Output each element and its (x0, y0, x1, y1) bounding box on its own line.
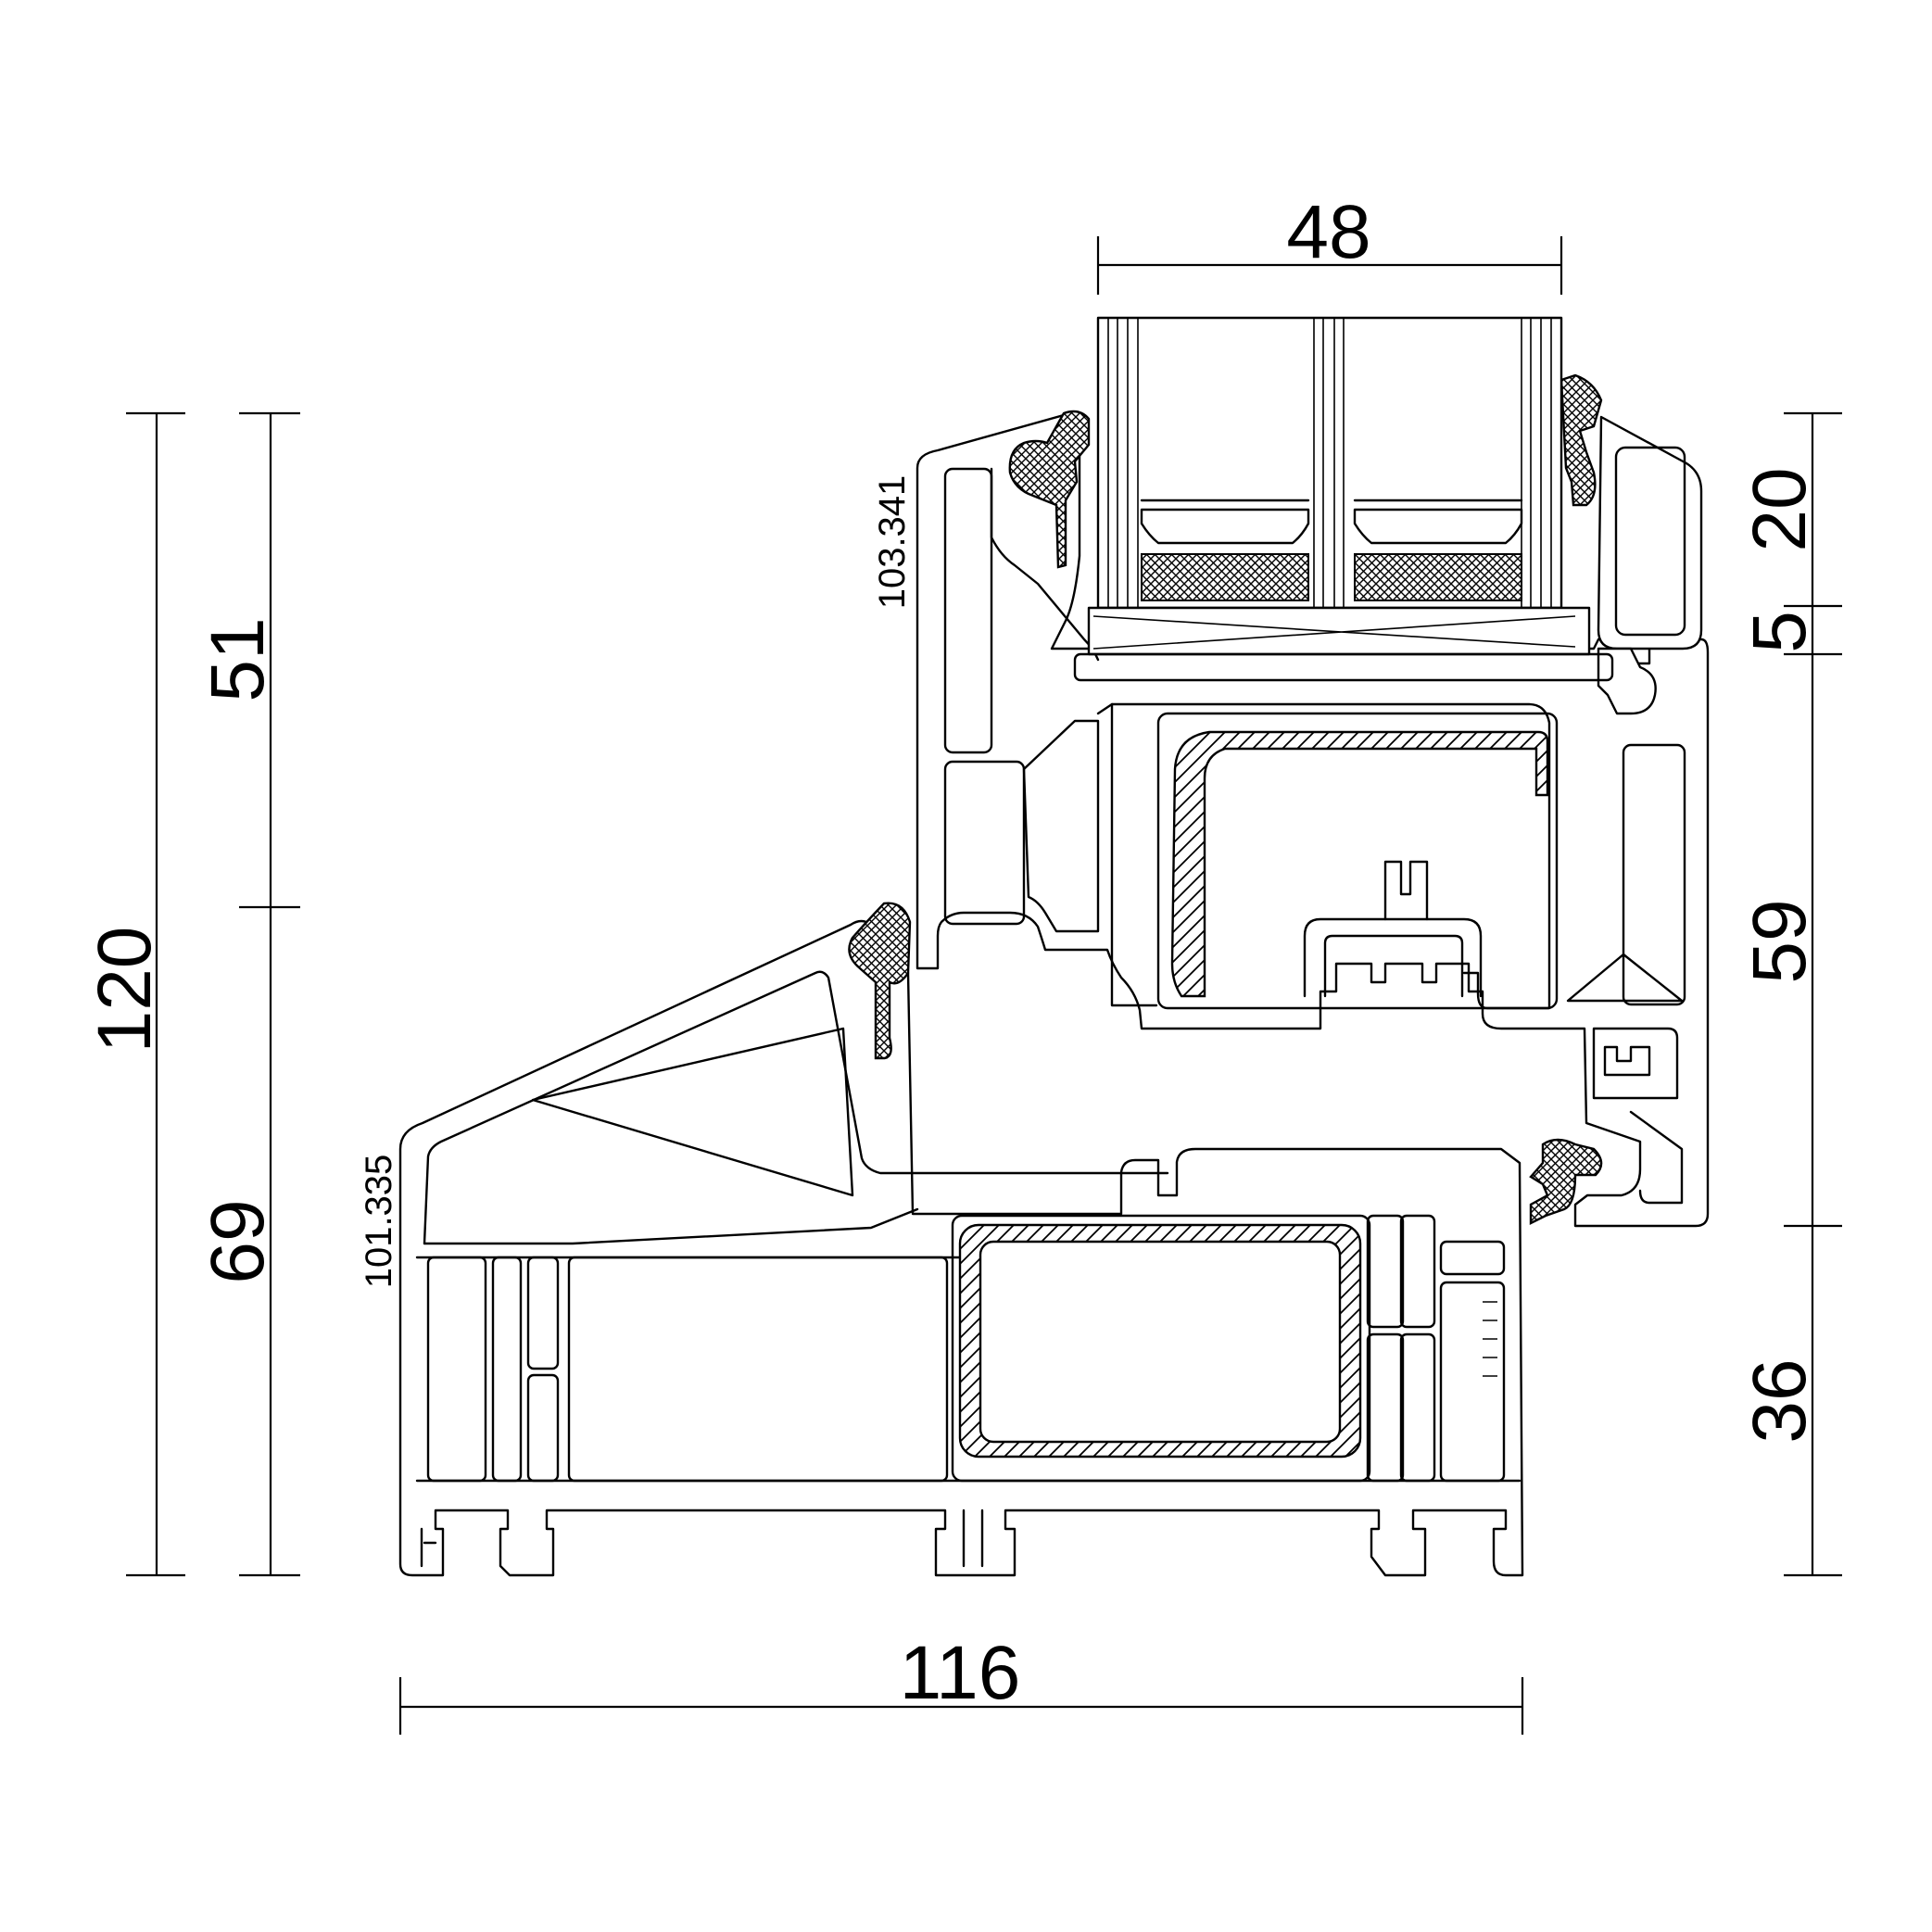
sash-profile-code: 103.341 (872, 475, 913, 610)
glass-width-label: 48 (1286, 190, 1370, 274)
right-top-label: 20 (1737, 467, 1822, 551)
glass-unit (1096, 316, 1563, 610)
frame-gasket-left (848, 902, 912, 1060)
frame-gasket-right (1529, 1138, 1603, 1225)
sash-gasket-right (1559, 373, 1603, 507)
right-gap-label: 5 (1737, 611, 1822, 653)
frame-profile (398, 919, 1524, 1577)
sash-gasket-left (1008, 410, 1091, 569)
right-mid-label: 59 (1737, 899, 1822, 983)
frame-height-label: 69 (196, 1199, 280, 1283)
frame-profile-code: 101.335 (359, 1155, 399, 1289)
sash-profile (915, 411, 1710, 1228)
dimension-lines (126, 236, 1842, 1735)
right-bottom-label: 36 (1737, 1358, 1822, 1443)
total-height-label: 120 (82, 927, 167, 1054)
total-width-label: 116 (900, 1631, 1021, 1715)
glazing-block (1073, 606, 1614, 682)
sash-height-label: 51 (196, 617, 280, 701)
